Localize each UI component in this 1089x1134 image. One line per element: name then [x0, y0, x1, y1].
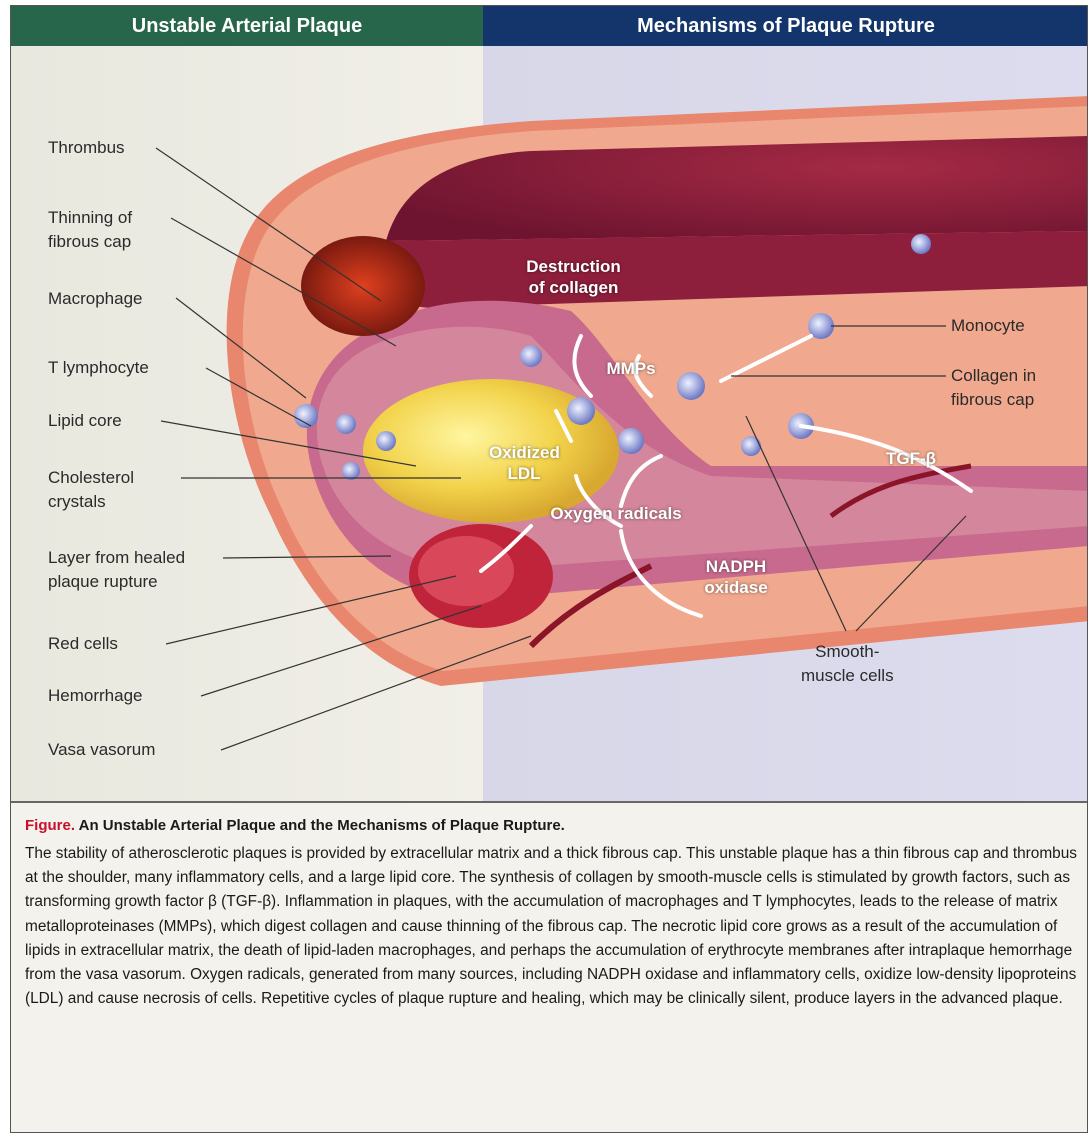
caption-figure-prefix: Figure. [25, 817, 75, 834]
label-monocyte: Monocyte [951, 314, 1025, 338]
label-hemorrhage: Hemorrhage [48, 684, 143, 708]
label-cholesterol-crystals: Cholesterol crystals [48, 466, 134, 514]
figure-caption: Figure. An Unstable Arterial Plaque and … [11, 801, 1088, 1133]
label-thrombus: Thrombus [48, 136, 125, 160]
caption-title: An Unstable Arterial Plaque and the Mech… [79, 817, 565, 834]
label-oxygen-radicals: Oxygen radicals [536, 503, 696, 524]
caption-title-line: Figure. An Unstable Arterial Plaque and … [25, 817, 1077, 834]
label-mmps: MMPs [596, 358, 666, 379]
plaque-illustration: Thrombus Thinning of fibrous cap Macroph… [11, 46, 1088, 803]
label-lipid-core: Lipid core [48, 409, 122, 433]
label-t-lymphocyte: T lymphocyte [48, 356, 149, 380]
label-smooth-muscle-cells: Smooth- muscle cells [801, 640, 894, 688]
label-oxidized-ldl: Oxidized LDL [489, 442, 559, 484]
label-tgf-beta: TGF-β [871, 448, 951, 469]
label-red-cells: Red cells [48, 632, 118, 656]
artery-drawing [11, 46, 1088, 803]
left-panel-title: Unstable Arterial Plaque [11, 6, 483, 46]
caption-body: The stability of atherosclerotic plaques… [25, 842, 1077, 1011]
figure-frame: Unstable Arterial Plaque Mechanisms of P… [10, 5, 1088, 1133]
label-healed-layer: Layer from healed plaque rupture [48, 546, 185, 594]
right-panel-title: Mechanisms of Plaque Rupture [483, 6, 1088, 46]
label-macrophage: Macrophage [48, 287, 143, 311]
label-destruction-of-collagen: Destruction of collagen [511, 256, 636, 298]
label-collagen-fibrous-cap: Collagen in fibrous cap [951, 364, 1036, 412]
label-vasa-vasorum: Vasa vasorum [48, 738, 155, 762]
label-thinning-fibrous-cap: Thinning of fibrous cap [48, 206, 132, 254]
label-nadph-oxidase: NADPH oxidase [686, 556, 786, 598]
